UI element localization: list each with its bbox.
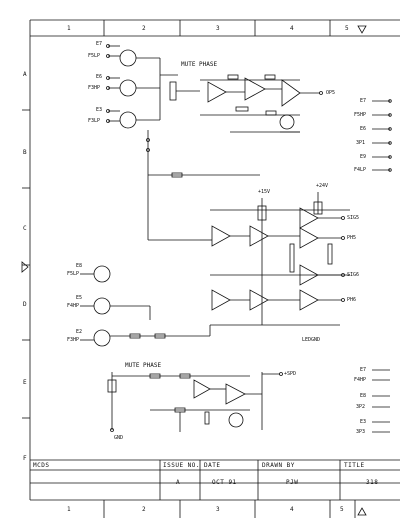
column-label: 2 — [142, 25, 146, 32]
section-title: MUTE PHASE — [125, 362, 162, 369]
supply-label: +15V — [258, 189, 271, 195]
ground-label: LEDGND — [302, 337, 321, 343]
date-label: DATE — [204, 462, 221, 469]
edge-label: 3P1 — [356, 140, 366, 146]
orientation-triangle-bottom — [357, 507, 367, 516]
issue-value: A — [176, 479, 181, 486]
input-label: E3 — [96, 107, 103, 113]
edge-label: F5HP — [354, 112, 367, 118]
side-label: +SPD — [284, 371, 297, 377]
supply-label: +24V — [316, 183, 329, 189]
orientation-triangle-top — [357, 25, 367, 34]
column-label: 1 — [67, 506, 71, 513]
column-label: 5 — [340, 506, 344, 513]
input-label: E6 — [96, 74, 103, 80]
input-label: E2 — [76, 329, 83, 335]
title-value: 318 — [366, 479, 379, 486]
drawn-by-value: PJW — [286, 479, 299, 486]
input-label: F3HP — [88, 85, 101, 91]
edge-label: E7 — [360, 367, 367, 373]
drawing-name: MCDS — [33, 462, 50, 469]
output-label: SIG5 — [347, 215, 360, 221]
row-label: C — [23, 225, 27, 232]
column-label: 4 — [290, 506, 294, 513]
drawing-border — [21, 19, 400, 518]
column-label: 4 — [290, 25, 294, 32]
input-label: E7 — [96, 41, 103, 47]
column-label: 1 — [67, 25, 71, 32]
edge-label: E7 — [360, 98, 367, 104]
edge-label: E3 — [360, 419, 367, 425]
edge-label: 3P3 — [356, 429, 366, 435]
input-label: F5LP — [88, 53, 101, 59]
upper-circuit — [106, 44, 323, 178]
row-label: E — [23, 379, 27, 386]
edge-label: F4LP — [354, 167, 367, 173]
input-label: E8 — [76, 263, 83, 269]
edge-label: E8 — [360, 393, 367, 399]
edge-label: 3P2 — [356, 404, 366, 410]
orientation-triangle-left — [21, 261, 29, 273]
title-label: TITLE — [344, 462, 365, 469]
edge-label: E6 — [360, 126, 367, 132]
column-label: 2 — [142, 506, 146, 513]
title-block-frame — [30, 459, 400, 500]
middle-circuit — [80, 175, 350, 347]
section-title: MUTE PHASE — [181, 61, 218, 68]
output-label: PH5 — [347, 235, 357, 241]
right-edge-connectors — [372, 99, 392, 433]
row-label: A — [23, 71, 27, 78]
row-label: B — [23, 149, 27, 156]
column-label: 3 — [216, 506, 220, 513]
ground-label: GND — [114, 435, 124, 441]
edge-label: E9 — [360, 154, 367, 160]
input-label: F3HP — [67, 337, 80, 343]
output-label: OP5 — [326, 90, 336, 96]
issue-label: ISSUE NO. — [163, 462, 201, 469]
column-label: 5 — [345, 25, 349, 32]
input-label: E5 — [76, 295, 83, 301]
input-label: F4HP — [67, 303, 80, 309]
row-label: D — [23, 301, 27, 308]
input-label: F3LP — [88, 118, 101, 124]
row-label: F — [23, 455, 27, 462]
output-label: PH6 — [347, 297, 357, 303]
output-label: SIG6 — [347, 272, 360, 278]
lower-circuit — [107, 372, 283, 432]
input-label: F5LP — [67, 271, 80, 277]
column-label: 3 — [216, 25, 220, 32]
edge-label: F4HP — [354, 377, 367, 383]
date-value: OCT 91 — [212, 479, 237, 486]
drawn-by-label: DRAWN BY — [262, 462, 295, 469]
